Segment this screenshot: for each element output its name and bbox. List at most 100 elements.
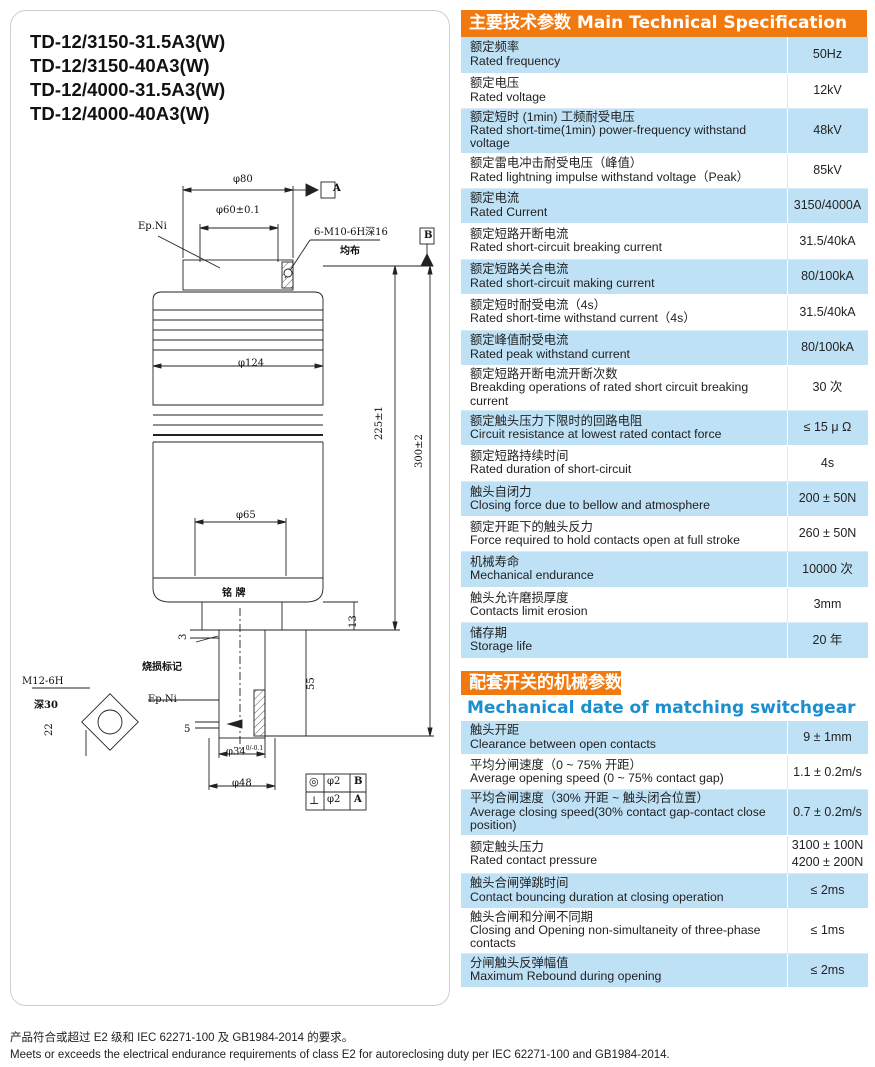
spec-label-en: Rated peak withstand current [470,346,630,361]
spec-value: 9 ± 1mm [786,720,868,756]
spec-label-en: Average opening speed (0 ~ 75% contact g… [470,771,724,786]
spec-value: 12kV [786,73,868,109]
spec-value: 20 年 [786,622,868,659]
spec-row: 平均分闸速度（0 ~ 75% 开距）Average opening speed … [461,754,868,791]
spec-label-cn: 平均分闸速度（0 ~ 75% 开距） [470,758,642,773]
spec-value: 3100 ± 100N 4200 ± 200N [786,835,868,874]
spec-value-text: 260 ± 50N [798,526,857,541]
spec-label-cn: 额定短时耐受电流（4s） [470,297,606,312]
model-name: TD-12/3150-40A3(W) [30,55,210,76]
spec-label-cn: 额定峰值耐受电流 [470,333,569,348]
spec-label: 平均分闸速度（0 ~ 75% 开距）Average opening speed … [461,754,787,791]
model-name: TD-12/3150-31.5A3(W) [30,31,226,52]
spec-label-cn: 额定短路关合电流 [470,262,569,277]
model-list: TD-12/3150-31.5A3(W) TD-12/3150-40A3(W) … [30,30,225,126]
spec-value: 4s [786,445,868,482]
spec-value: 50Hz [786,37,868,74]
spec-label-cn: 触头自闭力 [470,484,532,499]
spec-label: 平均合闸速度（30% 开距 ~ 触头闭合位置）Average closing s… [461,789,787,836]
spec-value: 31.5/40kA [786,294,868,331]
spec-label-en: Rated frequency [470,53,561,68]
spec-label-en: Rated duration of short-circuit [470,462,632,477]
spec-value-text: 9 ± 1mm [803,730,852,745]
model-name: TD-12/4000-31.5A3(W) [30,79,226,100]
spec-value-text: 4200 ± 200N [791,855,864,870]
spec-value-text: 31.5/40kA [799,233,856,248]
spec-row: 平均合闸速度（30% 开距 ~ 触头闭合位置）Average closing s… [461,789,868,836]
footnote-en: Meets or exceeds the electrical enduranc… [10,1049,670,1061]
spec-value: ≤ 15 μ Ω [786,410,868,446]
spec-value: 1.1 ± 0.2m/s [786,754,868,791]
spec-label-cn: 触头合闸弹跳时间 [470,876,569,891]
spec-value: 260 ± 50N [786,516,868,552]
spec-value: ≤ 2ms [786,873,868,909]
spec-label-cn: 储存期 [470,626,507,641]
spec-label-cn: 额定短路开断电流 [470,226,569,241]
spec-value-text: 10000 次 [802,561,853,576]
spec-label-en: Mechanical endurance [470,568,594,583]
spec-value-text: 12kV [813,83,842,97]
spec-value-text: 3150/4000A [793,198,862,213]
spec-value-text: 85kV [813,163,842,178]
spec-value-text: 48kV [813,123,842,138]
spec-row: 额定雷电冲击耐受电压（峰值）Rated lightning impulse wi… [461,153,868,189]
spec-value: 3150/4000A [786,188,868,224]
spec-label-cn: 额定短路持续时间 [470,449,569,464]
spec-value-text: 20 年 [812,632,843,647]
spec-label-cn: 分闸触头反弹幅值 [470,955,569,970]
spec-value: 80/100kA [786,259,868,295]
mech-spec-subtitle: Mechanical date of matching switchgear [467,697,856,718]
spec-label-en: Contacts limit erosion [470,603,588,618]
spec-label-en: Rated short-circuit making current [470,275,655,290]
spec-label: 额定雷电冲击耐受电压（峰值）Rated lightning impulse wi… [461,153,787,189]
spec-label-en: Storage life [470,639,533,654]
spec-label-en: Closing force due to bellow and atmosphe… [470,497,710,512]
spec-label-en: Rated contact pressure [470,853,598,868]
spec-value: 10000 次 [786,551,868,588]
spec-value: 31.5/40kA [786,223,868,260]
spec-value-text: 3100 ± 100N [791,838,864,853]
spec-value: ≤ 2ms [786,953,868,988]
spec-label-en: Closing and Opening non-simultaneity of … [470,923,761,951]
spec-value-text: 1.1 ± 0.2m/s [793,764,862,779]
spec-label-cn: 额定雷电冲击耐受电压（峰值） [470,156,643,171]
spec-value: 30 次 [786,365,868,411]
spec-label-en: Maximum Rebound during opening [470,969,662,984]
spec-value-text: ≤ 2ms [810,962,845,977]
spec-label-en: Average closing speed(30% contact gap-co… [470,804,766,833]
spec-label-en: Rated short-time(1min) power-frequency w… [470,122,747,151]
spec-label-cn: 额定触头压力 [470,839,544,854]
spec-value-text: ≤ 1ms [810,923,845,938]
spec-area: 主要技术参数 Main Technical Specification 额定频率… [461,10,868,988]
spec-label-cn: 触头合闸和分闸不同期 [470,909,593,924]
spec-label-cn: 额定短路开断电流开断次数 [470,366,618,381]
